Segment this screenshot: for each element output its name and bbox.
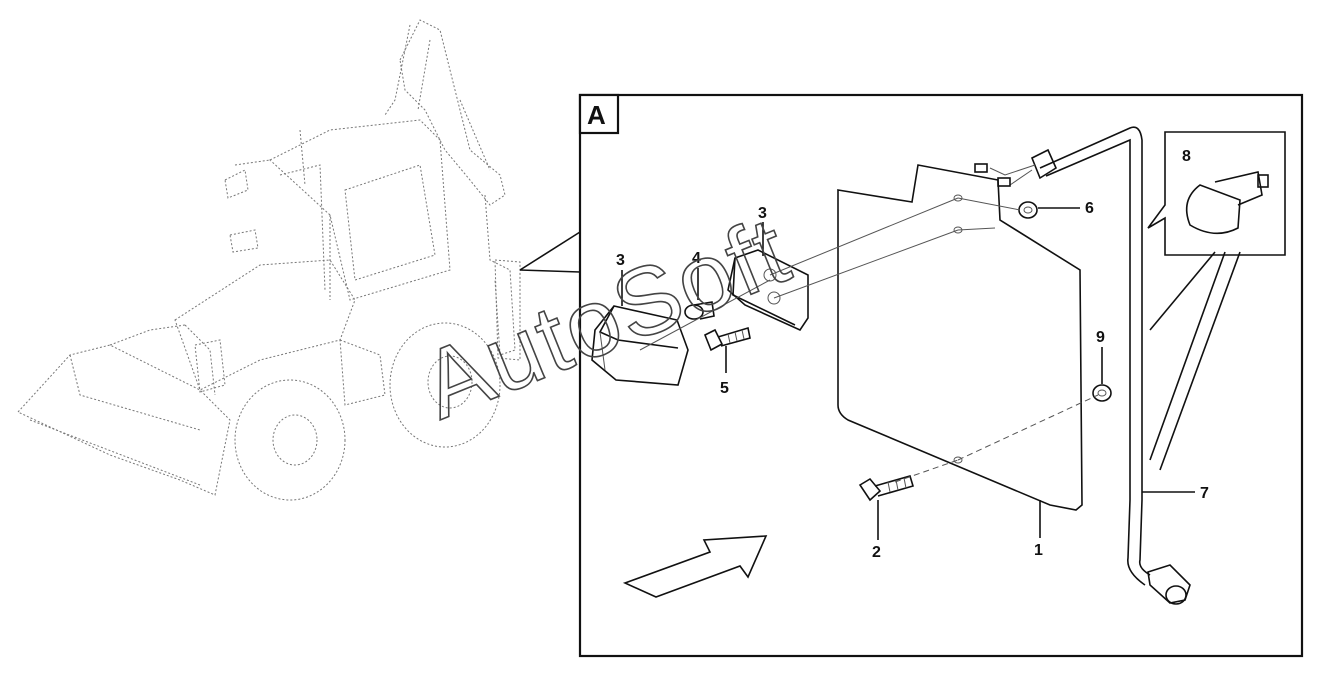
marker-lamp xyxy=(591,305,689,386)
callout-7: 7 xyxy=(1200,485,1209,502)
callout-5: 5 xyxy=(720,380,729,397)
callout-4: 4 xyxy=(692,250,701,267)
detail-pointer xyxy=(519,231,581,273)
lamp-base xyxy=(727,249,809,332)
connector-inset xyxy=(1147,131,1286,471)
nut-6 xyxy=(1018,201,1038,219)
cable-harness xyxy=(974,126,1191,605)
detail-letter-box xyxy=(578,93,620,135)
callout-3b: 3 xyxy=(758,205,767,222)
callout-labels: 3 4 3 5 6 8 9 7 2 1 xyxy=(616,148,1209,561)
screw-short xyxy=(703,326,751,352)
mounting-plate xyxy=(837,164,1083,511)
callout-6: 6 xyxy=(1085,200,1094,217)
screw-long xyxy=(858,475,914,502)
callout-8: 8 xyxy=(1182,148,1191,165)
detail-frame xyxy=(578,93,1304,658)
detail-letter: A xyxy=(587,100,606,130)
view-direction-arrow xyxy=(622,535,768,598)
callout-3a: 3 xyxy=(616,252,625,269)
washer-9 xyxy=(1092,384,1112,402)
backhoe-loader-illustration xyxy=(17,19,521,501)
callout-1: 1 xyxy=(1034,542,1043,559)
callout-9: 9 xyxy=(1096,329,1105,346)
watermark: AutoSoft xyxy=(408,196,804,439)
assembly-lines xyxy=(639,197,1099,483)
bushing xyxy=(684,301,715,320)
callout-leaders xyxy=(621,207,1195,540)
callout-2: 2 xyxy=(872,544,881,561)
